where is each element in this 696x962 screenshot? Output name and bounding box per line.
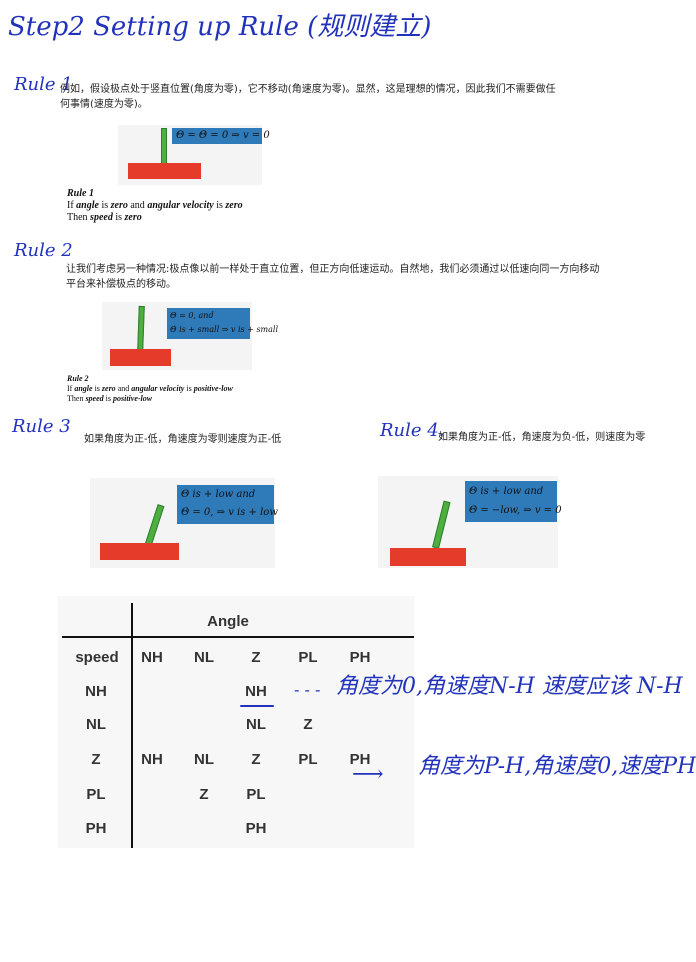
rule2-cap-pl2: positive-low bbox=[113, 394, 153, 403]
rule-table-hline bbox=[62, 636, 414, 638]
rule-table-col-header: PL bbox=[298, 649, 318, 666]
rule-table-cell: NH bbox=[245, 683, 267, 700]
rule3-desc: 如果角度为正-低，角速度为零则速度为正-低 bbox=[84, 434, 282, 445]
rule2-cap-if: If bbox=[67, 384, 75, 393]
rule4-eq2: Θ̇ = −low, ⇒ v = 0 bbox=[469, 505, 562, 516]
rule2-cap-is2: is bbox=[184, 384, 194, 393]
rule-table-angle-header: Angle bbox=[207, 613, 249, 630]
rule-table-cell: Z bbox=[199, 786, 209, 803]
rule2-cap-speed: speed bbox=[85, 394, 104, 403]
nh-underline bbox=[240, 705, 274, 707]
rule1-desc-line1: 例如，假设极点处于竖直位置(角度为零)，它不移动(角速度为零)。显然，这是理想的… bbox=[60, 84, 556, 95]
rule1-cap-and: and bbox=[127, 200, 148, 211]
rule3-eq2: Θ̇ = 0, ⇒ v is + low bbox=[181, 507, 278, 518]
rule1-cap-angle: angle bbox=[76, 200, 99, 211]
rule-table-col-header: NL bbox=[194, 649, 214, 666]
rule1-desc-line2: 何事情(速度为零)。 bbox=[60, 99, 148, 110]
rule1-cap-zero2: zero bbox=[225, 200, 243, 211]
note2-arrow: ⟶ bbox=[352, 762, 384, 787]
page-heading: Step2 Setting up Rule (规则建立) bbox=[8, 12, 432, 42]
rule-table-cell: Z bbox=[303, 716, 313, 733]
rule2-cap-angle: angle bbox=[74, 384, 93, 393]
rule4-cart bbox=[390, 548, 466, 566]
rule2-cap-pl: positive-low bbox=[193, 384, 233, 393]
rule1-cap-is: is bbox=[98, 200, 111, 211]
rule-table-col-header: PH bbox=[349, 649, 371, 666]
rule1-label: Rule 1 bbox=[14, 74, 73, 95]
rule1-cap-is3: is bbox=[112, 212, 125, 223]
rule1-cap-speed: speed bbox=[90, 212, 113, 223]
rule-table-cell: NH bbox=[141, 751, 163, 768]
rule-table-cell: PH bbox=[349, 751, 371, 768]
rule2-caption: Rule 2 If angle is zero and angular velo… bbox=[67, 374, 233, 404]
rule2-eq1: Θ = 0, and bbox=[170, 311, 214, 320]
note1-arrow: - - - bbox=[294, 680, 321, 699]
rule2-eq2: Θ̇ is + small ⇒ v is + small bbox=[170, 325, 279, 334]
rule2-desc-line2: 平台来补偿极点的移动。 bbox=[66, 279, 176, 290]
rule-table-row-header: NH bbox=[85, 683, 107, 700]
rule-table-corner: speed bbox=[75, 649, 119, 666]
rule-table-cell: Z bbox=[251, 751, 261, 768]
rule1-cap-av: angular velocity bbox=[147, 200, 214, 211]
rule1-equation: Θ = Θ̇ = 0 ⇒ v = 0 bbox=[176, 130, 270, 141]
rule-table-row-header: NL bbox=[86, 716, 106, 733]
rule3-eq1: Θ is + low and bbox=[181, 489, 256, 500]
rule-table-row-header: Z bbox=[91, 751, 101, 768]
rule1-cap-if: If bbox=[67, 200, 77, 211]
rule1-caption: Rule 1 If angle is zero and angular velo… bbox=[67, 188, 243, 224]
rule1-cap-then: Then bbox=[67, 212, 91, 223]
rule2-cap-then: Then bbox=[67, 394, 86, 403]
rule-table-row-header: PH bbox=[85, 820, 107, 837]
rule-table-cell: NL bbox=[194, 751, 214, 768]
rule2-label: Rule 2 bbox=[14, 240, 73, 261]
rule2-cart bbox=[110, 349, 171, 366]
rule2-cap-zero: zero bbox=[101, 384, 116, 393]
rule-table-cell: PL bbox=[298, 751, 318, 768]
rule-table-row-header: PL bbox=[86, 786, 106, 803]
rule4-equation-box: Θ is + low and Θ̇ = −low, ⇒ v = 0 bbox=[465, 481, 562, 522]
rule4-eq1: Θ is + low and bbox=[469, 486, 544, 497]
rule1-cap-is2: is bbox=[213, 200, 226, 211]
rule2-cap-is: is bbox=[92, 384, 102, 393]
rule-table-vline bbox=[131, 603, 133, 848]
rule2-cap-and: and bbox=[115, 384, 132, 393]
rule2-cap-is3: is bbox=[103, 394, 113, 403]
rule-table-cell: NL bbox=[246, 716, 266, 733]
rule-table-cell: PL bbox=[246, 786, 266, 803]
note1: 角度为0,角速度N-H 速度应该 N-H bbox=[336, 674, 683, 699]
rule3-equation-box: Θ is + low and Θ̇ = 0, ⇒ v is + low bbox=[177, 485, 278, 524]
rule-table-cell: PH bbox=[245, 820, 267, 837]
rule4-desc: 如果角度为正-低，角速度为负-低，则速度为零 bbox=[438, 432, 646, 443]
rule1-cart bbox=[128, 163, 201, 179]
rule-table-bg bbox=[58, 596, 414, 848]
rule1-cap-zero: zero bbox=[110, 200, 128, 211]
rule-table-col-header: Z bbox=[251, 649, 261, 666]
rule2-desc-line1: 让我们考虑另一种情况:极点像以前一样处于直立位置，但正方向低速运动。自然地，我们… bbox=[66, 264, 600, 275]
note2: 角度为P-H,角速度0,速度PH bbox=[418, 754, 696, 779]
rule3-label: Rule 3 bbox=[12, 416, 71, 437]
rule2-cap-title: Rule 2 bbox=[67, 374, 89, 383]
rule1-cap-zero3: zero bbox=[124, 212, 142, 223]
rule3-cart bbox=[100, 543, 179, 560]
rule1-cap-title: Rule 1 bbox=[67, 188, 94, 199]
rule2-equation-box: Θ = 0, and Θ̇ is + small ⇒ v is + small bbox=[167, 308, 279, 339]
rule1-pole bbox=[161, 128, 167, 164]
rule4-label: Rule 4. bbox=[380, 420, 445, 441]
rule-table-col-header: NH bbox=[141, 649, 163, 666]
rule2-cap-av: angular velocity bbox=[131, 384, 185, 393]
rule1-equation-box: Θ = Θ̇ = 0 ⇒ v = 0 bbox=[172, 128, 270, 144]
